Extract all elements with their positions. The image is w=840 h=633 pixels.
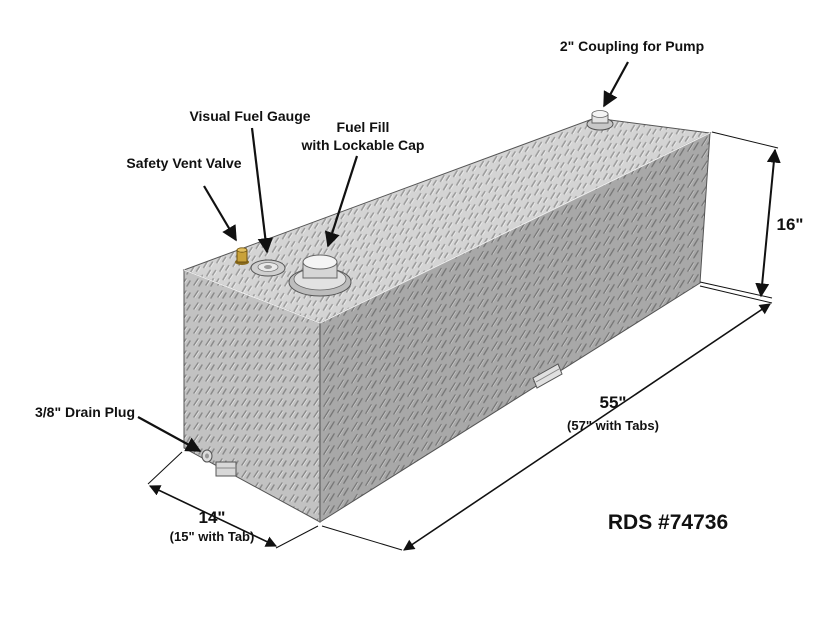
leader-vent [203,185,237,242]
pump-coupling [586,110,614,131]
label-drain: 3/8" Drain Plug [35,404,135,420]
drain-plug [201,449,213,463]
label-coupling: 2" Coupling for Pump [560,38,704,54]
height-dimension-line [755,148,781,298]
label-gauge: Visual Fuel Gauge [189,108,310,124]
label-fill-line2: with Lockable Cap [301,137,425,153]
dimension-length-note: (57" with Tabs) [567,418,659,433]
dimension-width-note: (15" with Tab) [170,529,255,544]
safety-vent-valve [235,247,249,265]
leader-coupling [603,61,629,108]
leader-drain [137,416,202,452]
leader-lines [137,61,629,452]
dimension-width: 14" [199,508,226,527]
dimension-length: 55" [600,393,627,412]
tank-body [182,117,712,523]
label-fill-line1: Fuel Fill [337,119,390,135]
label-vent: Safety Vent Valve [126,155,241,171]
visual-fuel-gauge [250,259,286,277]
dimension-lines [147,131,781,551]
width-dimension-line [148,485,278,547]
length-dimension-line [403,303,771,551]
dimension-height: 16" [777,215,804,234]
fuel-fill-cap [288,254,352,297]
leader-gauge [250,127,273,254]
leader-fill [324,155,359,248]
part-number: RDS #74736 [608,511,728,534]
mounting-tab-front [215,461,237,477]
